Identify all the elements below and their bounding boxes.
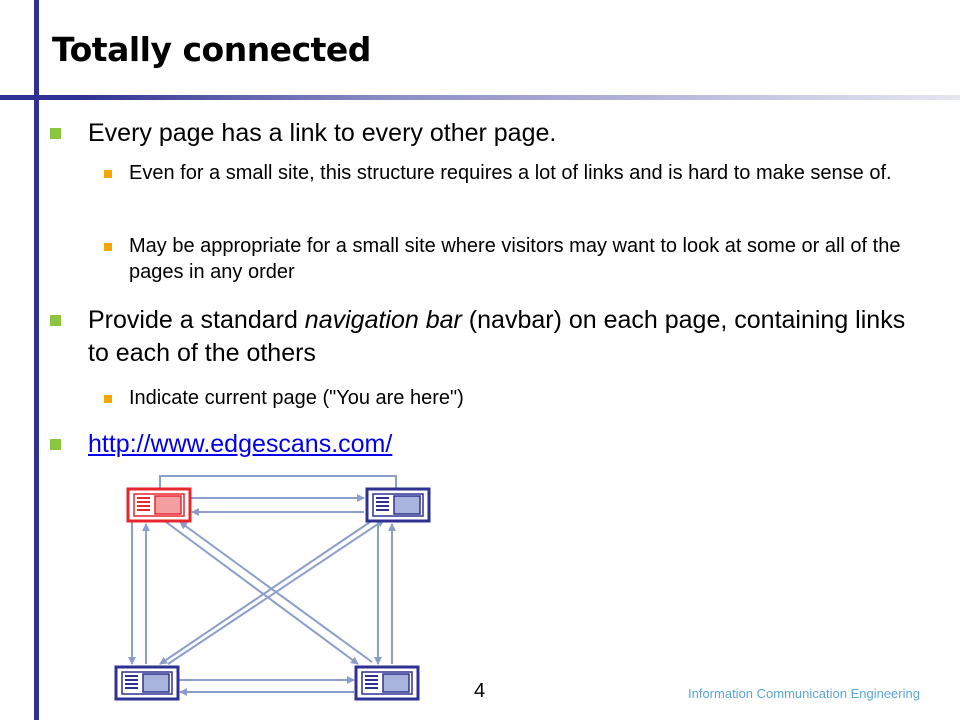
content-box-icon [142, 673, 170, 693]
footer-text: Information Communication Engineering [688, 686, 920, 701]
page-node-current [126, 487, 192, 523]
connector-line [159, 475, 397, 488]
connector-line [165, 521, 359, 665]
nav-list-icon [376, 497, 389, 511]
page-node-top-right [365, 487, 431, 523]
nav-list-icon [365, 675, 378, 689]
bullet-square-icon [50, 128, 61, 139]
content-box-icon [382, 673, 410, 693]
bullet-square-icon [50, 315, 61, 326]
nav-list-icon [137, 497, 150, 511]
content-box-icon [154, 495, 182, 515]
connector-lines [128, 475, 397, 696]
edgescans-link[interactable]: http://www.edgescans.com/ [88, 430, 393, 458]
bullet-square-icon [50, 439, 61, 450]
sub-bullet-square-icon [104, 243, 112, 251]
vertical-accent-bar [34, 0, 39, 720]
sub-bullet-square-icon [104, 395, 112, 403]
horizontal-accent-bar [0, 95, 960, 100]
page-number: 4 [474, 680, 486, 702]
connector-line [167, 519, 385, 665]
slide-title: Totally connected [52, 30, 371, 69]
connector-line [159, 521, 371, 665]
sub-bullet-square-icon [104, 170, 112, 178]
page-node-bottom-left [114, 665, 180, 701]
content-box-icon [393, 495, 421, 515]
nav-list-icon [125, 675, 138, 689]
page-node-bottom-right [354, 665, 420, 701]
